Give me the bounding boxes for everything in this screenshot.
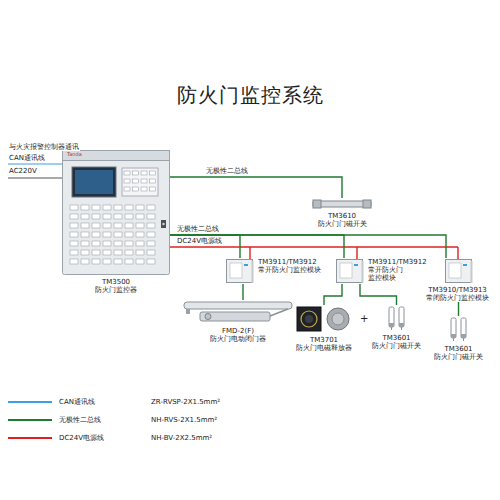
- switch-node: TM3601防火门门磁开关: [372, 305, 421, 350]
- bus-wire: [170, 235, 344, 258]
- dc24v-drop: [356, 247, 357, 259]
- door-magnet-switch: [448, 316, 470, 342]
- bus-wire: [324, 284, 342, 305]
- module-node: TM3910/TM3913常闭防火门监控模块: [426, 258, 489, 302]
- legend-text: DC24V电源线: [58, 434, 105, 442]
- legend-sample: [8, 419, 52, 421]
- controller-node: TM3500防火门监控器: [62, 150, 170, 294]
- device-name: 防火门门磁开关: [372, 342, 421, 350]
- annotation: 与火灾报警控制器通讯: [8, 143, 80, 151]
- can-wire: [8, 163, 62, 164]
- cable-spec: NH-BV-2X2.5mm²: [150, 434, 213, 442]
- legend-text: 无极性二总线: [58, 416, 102, 424]
- cable-spec: ZR-RVSP-2X1.5mm²: [150, 398, 221, 406]
- model-number: TM3601: [444, 345, 472, 353]
- node-text: TM3601防火门门磁开关: [434, 345, 483, 361]
- bus-wire: [242, 284, 243, 300]
- model-number: TM3910/TM3913: [428, 286, 487, 294]
- release-node: TM3701防火门电磁释放器: [296, 305, 352, 352]
- device-name: 常闭防火门监控模块: [426, 294, 489, 302]
- node-text: TM3911/TM3912常开防火门监控模块: [368, 258, 427, 282]
- model-number: TM3500: [102, 278, 130, 286]
- module-node: TM3911/TM3912常开防火门监控模块: [224, 258, 321, 284]
- cable-spec: NH-RVS-2X1.5mm²: [150, 416, 218, 424]
- bus-wire: [170, 235, 240, 258]
- device-name: 防火门电动闭门器: [210, 335, 266, 343]
- device-name: 常开防火门监控模块: [258, 266, 321, 274]
- device-name: 常开防火门监控模块: [368, 266, 408, 282]
- model-number: TM3601: [382, 334, 410, 342]
- annotation: DC24V电源线: [176, 237, 223, 245]
- legend-sample: [8, 401, 52, 403]
- node-text: TM3500防火门监控器: [95, 278, 137, 294]
- device-name: 防火门监控器: [95, 286, 137, 294]
- model-number: FMD-2(F): [222, 327, 254, 335]
- legend-text: CAN通讯线: [58, 398, 96, 406]
- node-text: FMD-2(F)防火门电动闭门器: [210, 327, 266, 343]
- dc24v-drop: [457, 247, 458, 259]
- node-text: TM3910/TM3913常闭防火门监控模块: [426, 286, 489, 302]
- annotation: CAN通讯线: [8, 154, 46, 162]
- dc24v-drop: [249, 247, 250, 259]
- bus-wire: [170, 235, 446, 258]
- dc24v-bus: [170, 246, 458, 247]
- closer-node: FMD-2(F)防火门电动闭门器: [182, 300, 294, 343]
- monitoring-module: [443, 258, 473, 284]
- model-number: TM3911/TM3912: [368, 258, 427, 266]
- legend-sample: [8, 437, 52, 439]
- annotation: AC220V: [8, 167, 38, 175]
- power-wire: [8, 178, 62, 179]
- module-node: TM3911/TM3912常开防火门监控模块: [334, 258, 427, 284]
- title: 防火门监控系统: [0, 82, 500, 108]
- node-text: TM3701防火门电磁释放器: [296, 336, 352, 352]
- fire-door-controller-panel: [62, 150, 170, 275]
- device-name: 防火门电磁释放器: [296, 344, 352, 352]
- model-number: TM3610: [328, 212, 356, 220]
- monitoring-module: [224, 258, 254, 284]
- annotation: +: [359, 313, 369, 324]
- annotation: 无极性二总线: [176, 225, 220, 233]
- switch-node: TM3610防火门门磁开关: [312, 198, 372, 228]
- device-name: 防火门门磁开关: [318, 220, 367, 228]
- electric-door-closer: [182, 300, 294, 324]
- node-text: TM3601防火门门磁开关: [372, 334, 421, 350]
- model-number: TM3911/TM3912: [258, 258, 317, 266]
- bus-wire: [170, 177, 342, 198]
- node-text: TM3610防火门门磁开关: [318, 212, 367, 228]
- door-magnet-switch-bar: [312, 198, 372, 210]
- device-name: 防火门门磁开关: [434, 353, 483, 361]
- monitoring-module: [334, 258, 364, 284]
- model-number: TM3701: [310, 336, 338, 344]
- bus-wire: [360, 284, 397, 305]
- electromagnetic-release: [296, 305, 352, 333]
- switch-node: TM3601防火门门磁开关: [434, 316, 483, 361]
- annotation: Tanda: [66, 151, 83, 157]
- bus-wire: [458, 302, 459, 316]
- door-magnet-switch: [386, 305, 408, 331]
- node-text: TM3911/TM3912常开防火门监控模块: [258, 258, 321, 274]
- wire-label: 无极性二总线: [205, 167, 249, 175]
